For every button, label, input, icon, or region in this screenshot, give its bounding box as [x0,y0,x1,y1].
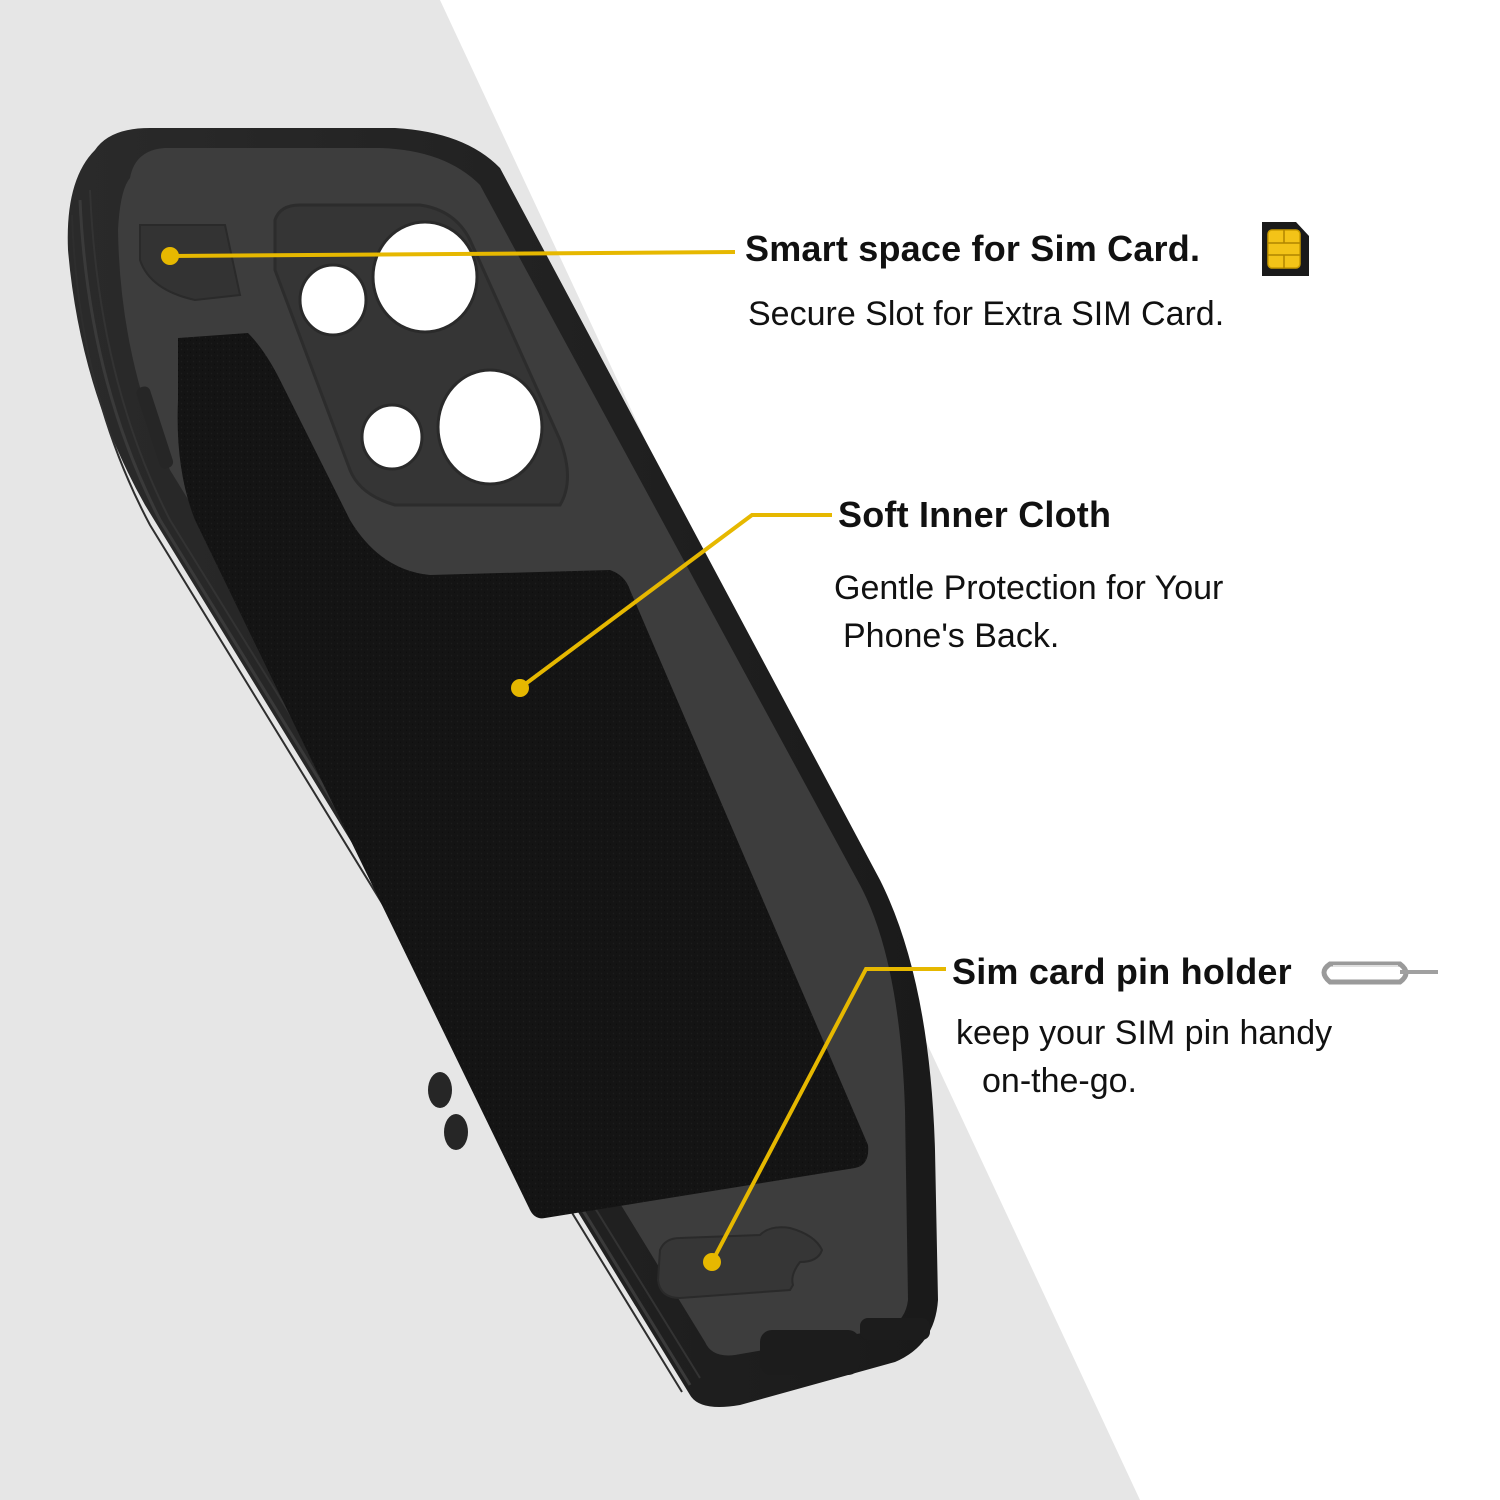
callout-desc-line: Secure Slot for Extra SIM Card. [748,295,1225,333]
callout-title-pin-holder: Sim card pin holder [952,951,1292,992]
callout-desc-line: Phone's Back. [843,617,1060,655]
callout-line-cloth [518,513,832,690]
callout-dot-cloth [511,679,529,697]
callout-title-inner-cloth: Soft Inner Cloth [838,494,1112,535]
lens-hole-small-top [298,263,368,337]
callout-lines [169,250,946,1263]
sim-card-icon [1262,222,1309,276]
callout-desc-pin-holder: keep your SIM pin handy on-the-go. [956,1009,1332,1105]
sim-slot [139,224,242,302]
callout-line-pin [710,967,946,1263]
callout-desc-sim-space: Secure Slot for Extra SIM Card. [748,290,1224,338]
lens-hole-large-bottom [436,368,544,486]
callout-desc-line: on-the-go. [982,1062,1137,1100]
callout-title-sim-space: Smart space for Sim Card. [745,228,1201,269]
lens-hole-small-bottom [360,403,424,471]
callout-line-sim-card [169,250,736,258]
callout-dot-pin [703,1253,721,1271]
soft-inner-cloth [177,333,869,1219]
lens-hole-large-top [371,220,479,334]
callout-desc-inner-cloth: Gentle Protection for Your Phone's Back. [834,564,1223,660]
sim-eject-pin-icon [1321,961,1438,985]
callout-dot-sim-card [161,247,179,265]
pin-holder-slot [656,1226,824,1300]
callout-dots [161,247,721,1271]
side-button-top [136,386,174,469]
callout-desc-line: keep your SIM pin handy [956,1014,1333,1052]
callout-desc-line: Gentle Protection for Your [834,569,1224,607]
